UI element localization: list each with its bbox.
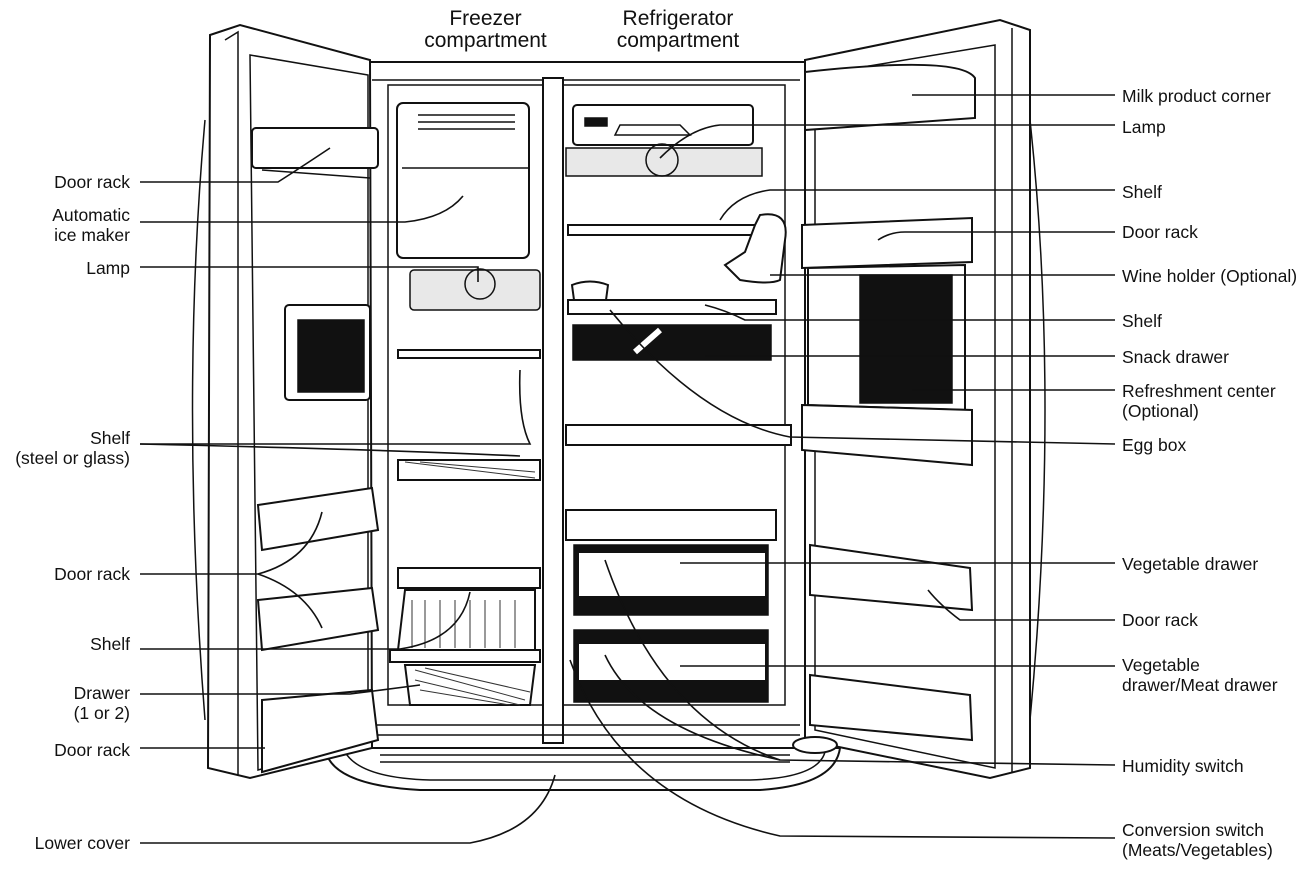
lower-cover-shape — [323, 747, 842, 791]
leader-lines-right — [569, 94, 1116, 839]
leader-lines-left — [139, 147, 556, 844]
label-lower-cover: Lower cover — [34, 833, 130, 853]
fridge-lamp-housing — [565, 104, 763, 177]
label-shelf-left: Shelf — [90, 634, 130, 654]
freezer-compartment-title: Freezer compartment — [424, 7, 547, 52]
label-shelf-right-mid: Shelf — [1122, 311, 1162, 331]
label-egg-box: Egg box — [1122, 435, 1187, 455]
label-vegetable-drawer: Vegetable drawer — [1122, 554, 1259, 574]
label-humidity-switch: Humidity switch — [1122, 756, 1244, 776]
wine-holder-shape — [723, 213, 787, 284]
label-snack-drawer: Snack drawer — [1122, 347, 1229, 367]
label-door-rack-mid-left: Door rack — [54, 564, 130, 584]
label-automatic-ice-maker: Automatic ice maker — [52, 205, 130, 245]
label-lamp-right: Lamp — [1122, 117, 1166, 137]
label-refreshment-center: Refreshment center (Optional) — [1122, 381, 1276, 421]
label-door-rack-top: Door rack — [54, 172, 130, 192]
label-door-rack-right-mid: Door rack — [1122, 610, 1198, 630]
label-shelf-steel-or-glass: Shelf (steel or glass) — [15, 428, 130, 468]
fridge-shelves — [565, 224, 792, 703]
label-lamp-left: Lamp — [86, 258, 130, 278]
label-door-rack-right-top: Door rack — [1122, 222, 1198, 242]
label-vegetable-meat-drawer: Vegetable drawer/Meat drawer — [1122, 655, 1278, 695]
label-wine-holder: Wine holder (Optional) — [1122, 266, 1298, 286]
refrigerator-compartment-title: Refrigerator compartment — [616, 7, 740, 52]
label-milk-product-corner: Milk product corner — [1122, 86, 1271, 106]
label-door-rack-bottom-left: Door rack — [54, 740, 130, 760]
ice-maker-shape — [396, 102, 541, 311]
freezer-shelves — [389, 349, 541, 706]
label-conversion-switch: Conversion switch (Meats/Vegetables) — [1122, 820, 1273, 860]
label-drawer: Drawer (1 or 2) — [73, 683, 130, 723]
label-shelf-right-top: Shelf — [1122, 182, 1162, 202]
freezer-door-parts — [251, 127, 380, 774]
